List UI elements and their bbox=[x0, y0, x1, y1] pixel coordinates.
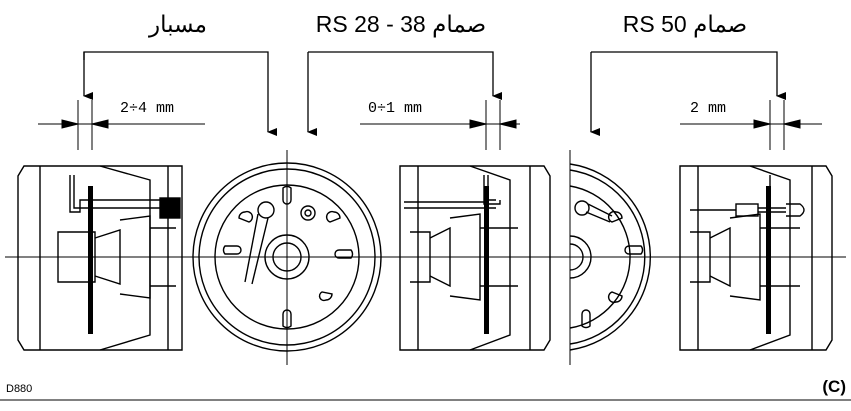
front-view-rs50 bbox=[569, 163, 652, 351]
side-view-rs50 bbox=[679, 165, 833, 351]
label-valve-rs28-38: RS 28 - 38 صمام bbox=[316, 11, 486, 38]
side-view-rs28-38 bbox=[399, 165, 551, 351]
figure-reference: (C) bbox=[822, 377, 846, 396]
dimension-right: 2 mm bbox=[690, 100, 726, 117]
label-probe: مسبار bbox=[148, 11, 207, 38]
label-valve-rs50: RS 50 صمام bbox=[623, 11, 747, 38]
dimension-middle: 0÷1 mm bbox=[368, 100, 422, 117]
figure-code: D880 bbox=[6, 383, 32, 395]
leader-lines bbox=[83, 51, 786, 136]
dimension-left: 2÷4 mm bbox=[120, 100, 174, 117]
dimension-lines bbox=[38, 100, 822, 150]
side-view-probe bbox=[17, 165, 183, 351]
